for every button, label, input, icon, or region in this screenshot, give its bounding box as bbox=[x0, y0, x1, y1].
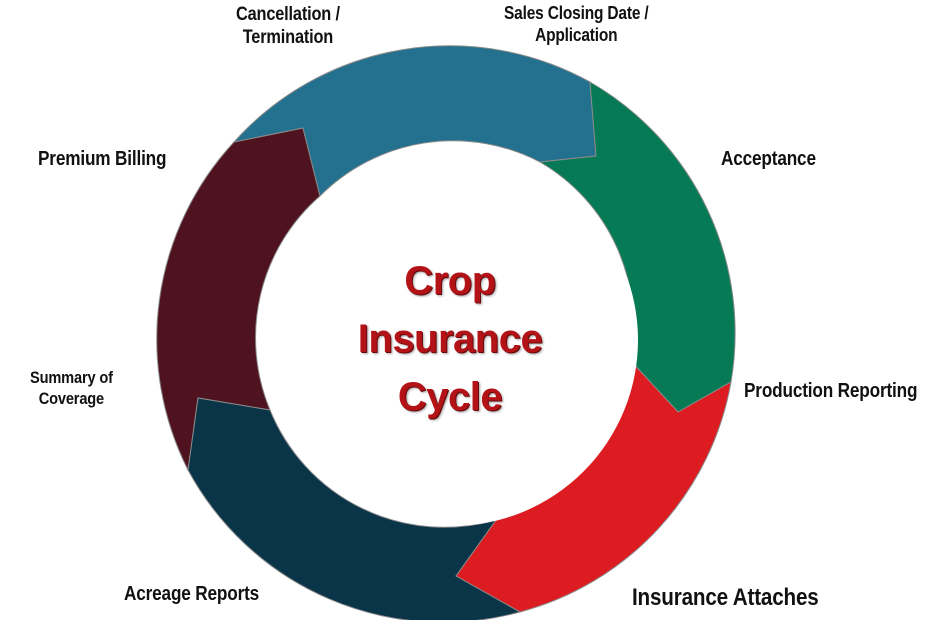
label-sales-closing-line-1: Sales Closing Date / bbox=[504, 3, 649, 23]
label-summary-line-2: Coverage bbox=[38, 388, 105, 408]
label-insurance-attaches: Insurance Attaches bbox=[632, 584, 819, 611]
label-premium-billing: Premium Billing bbox=[38, 148, 167, 170]
label-acceptance: Acceptance bbox=[721, 148, 816, 170]
inner-disc bbox=[266, 154, 638, 526]
label-sales-closing: Sales Closing Date / Application bbox=[504, 3, 649, 47]
label-summary-of-coverage: Summary of Coverage bbox=[30, 368, 113, 409]
center-title-line-2: Insurance bbox=[357, 317, 543, 361]
label-cancellation: Cancellation / Termination bbox=[236, 3, 340, 49]
segment-acreage-reports bbox=[187, 397, 522, 623]
segment-cancellation bbox=[232, 45, 597, 197]
label-sales-closing-line-2: Application bbox=[535, 24, 618, 45]
label-production-reporting: Production Reporting bbox=[744, 380, 918, 402]
center-title-line-1: Crop bbox=[404, 259, 496, 303]
label-acreage-reports: Acreage Reports bbox=[124, 583, 260, 605]
label-summary-line-1: Summary of bbox=[30, 368, 113, 387]
diagram-center-title: Crop Insurance Cycle bbox=[320, 252, 580, 426]
center-title-line-3: Cycle bbox=[397, 375, 503, 419]
label-cancellation-line-2: Termination bbox=[242, 27, 334, 49]
label-cancellation-line-1: Cancellation / bbox=[236, 4, 340, 25]
